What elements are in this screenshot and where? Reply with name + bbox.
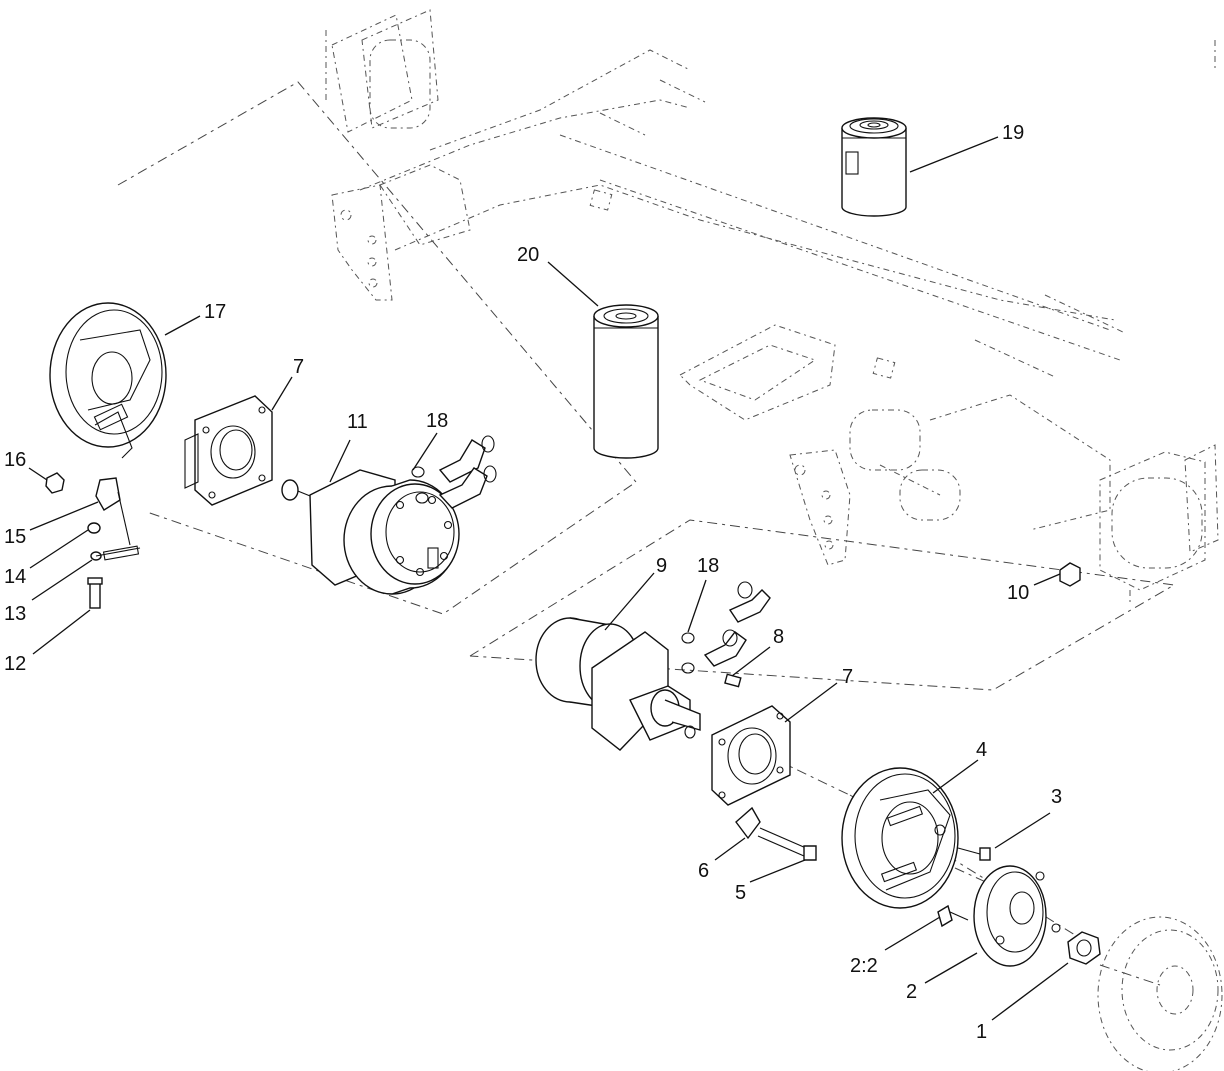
hydraulic-motor-9 — [535, 617, 701, 751]
wheel-drum — [1097, 916, 1223, 1071]
leader-lines — [28, 136, 1069, 1021]
callout-20: 20 — [517, 244, 539, 266]
callout-11: 11 — [347, 411, 368, 433]
callout-6: 6 — [698, 860, 709, 882]
hub-2 — [937, 865, 1061, 967]
callout-17: 17 — [204, 301, 226, 323]
assembly-outlines — [117, 81, 1176, 986]
callout-4: 4 — [976, 739, 987, 761]
callout-2-2: 2:2 — [850, 955, 878, 977]
callout-3: 3 — [1051, 786, 1062, 808]
bolt-5-bracket-6 — [735, 806, 817, 861]
key-8 — [724, 673, 742, 688]
callout-10: 10 — [1007, 582, 1029, 604]
fittings-18-upper — [411, 435, 497, 509]
callout-8: 8 — [773, 626, 784, 648]
callout-19: 19 — [1002, 122, 1024, 144]
callout-14: 14 — [4, 566, 26, 588]
callout-18-lower: 18 — [697, 555, 719, 577]
adapter-plate-7-lower — [711, 705, 791, 806]
filter-20 — [593, 304, 659, 459]
callout-15: 15 — [4, 526, 26, 548]
fittings-18-lower — [681, 581, 771, 674]
lug-nut-1 — [1067, 931, 1101, 965]
callout-12: 12 — [4, 653, 26, 675]
brake-assembly-17 — [49, 302, 167, 459]
callout-labels: 19 20 17 7 11 18 16 15 14 13 12 9 18 8 7… — [4, 122, 1062, 1043]
callout-9: 9 — [656, 555, 667, 577]
nut-10 — [1059, 562, 1081, 587]
callout-5: 5 — [735, 882, 746, 904]
callout-16: 16 — [4, 449, 26, 471]
callout-13: 13 — [4, 603, 26, 625]
bolt-3 — [957, 847, 991, 861]
callout-7-lower: 7 — [842, 666, 853, 688]
adapter-plate-7-upper — [184, 395, 273, 506]
hardware-12-16 — [45, 472, 141, 609]
callout-1: 1 — [976, 1021, 987, 1043]
callout-7-upper: 7 — [293, 356, 304, 378]
hydraulic-motor-11 — [281, 469, 460, 595]
frame-chassis — [325, 9, 1219, 605]
brake-assembly-4 — [841, 767, 959, 909]
callout-18-upper: 18 — [426, 410, 448, 432]
filter-19 — [841, 117, 907, 217]
callout-2: 2 — [906, 981, 917, 1003]
